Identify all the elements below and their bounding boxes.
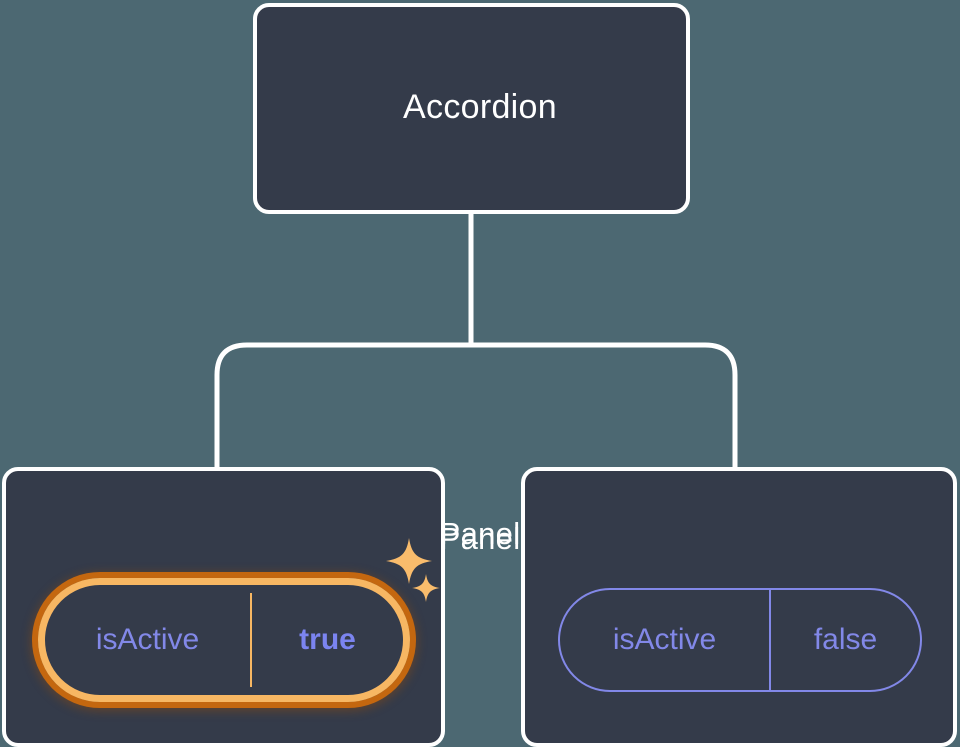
prop-value-label: false xyxy=(813,623,878,656)
node-panel-left-label: Panel xyxy=(439,516,521,551)
prop-pill-isactive-true[interactable]: isActive true xyxy=(38,578,410,702)
prop-key-label: isActive xyxy=(95,623,200,656)
prop-pill-divider xyxy=(769,590,771,690)
prop-pill-divider xyxy=(250,593,252,687)
node-panel-right-label: Panel xyxy=(439,521,521,556)
connector-branch-left xyxy=(214,342,471,467)
node-accordion[interactable] xyxy=(253,3,690,214)
prop-value-label: true xyxy=(299,623,356,656)
prop-pill-isactive-false[interactable]: isActive false xyxy=(558,588,922,692)
connector-branch-right xyxy=(471,342,738,467)
prop-key-label: isActive xyxy=(612,623,717,656)
node-accordion-label: Accordion xyxy=(403,88,557,126)
